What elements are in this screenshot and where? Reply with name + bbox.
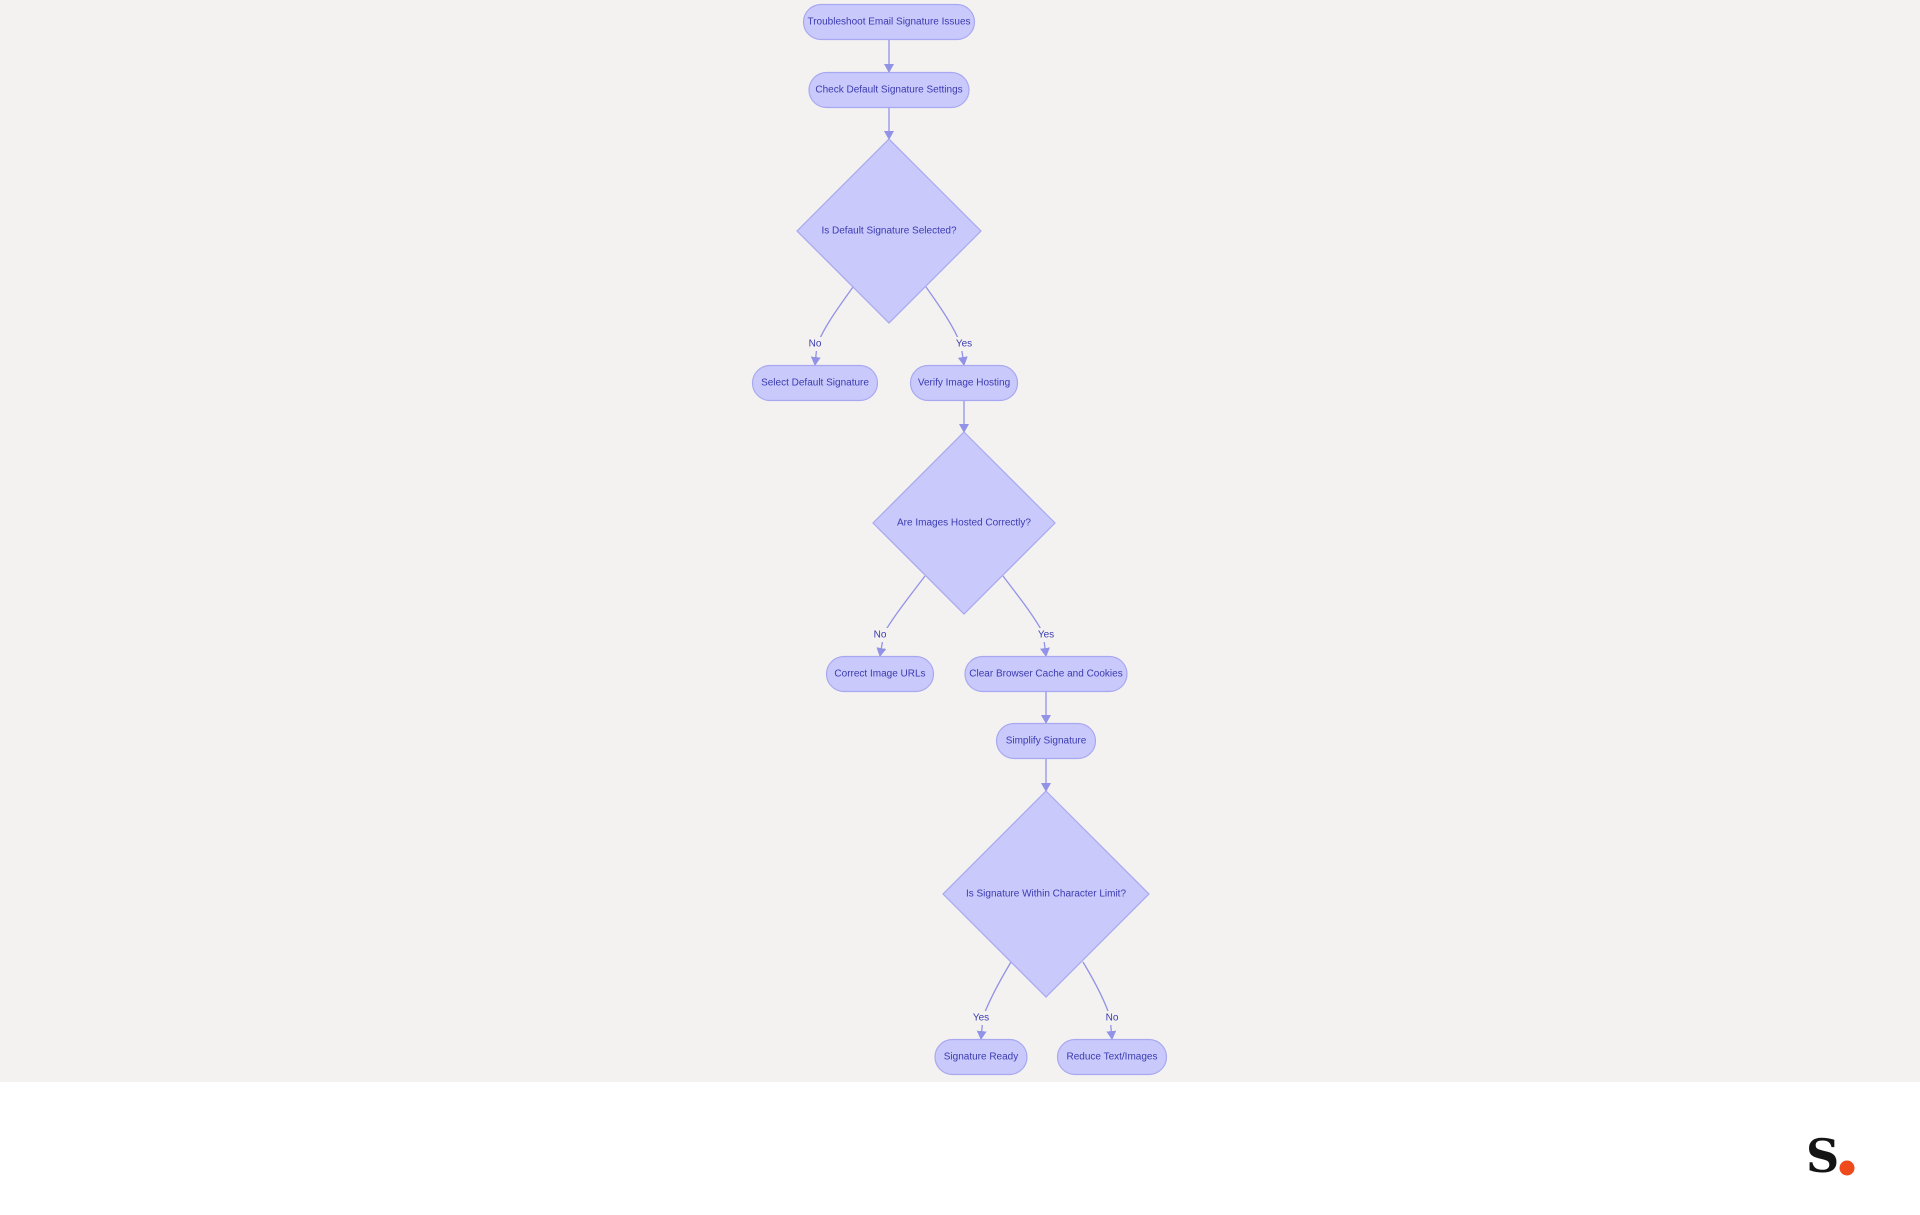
node-label: Verify Image Hosting [918, 378, 1010, 389]
node-label: Simplify Signature [1006, 736, 1087, 747]
process-pill [964, 655, 1128, 693]
edge-label-bg [870, 628, 890, 642]
flowchart: Troubleshoot Email Signature IssuesCheck… [751, 3, 1168, 1076]
process-pill [909, 364, 1019, 402]
edge-label-bg [1036, 628, 1056, 642]
process-node-correct: Correct Image URLs [825, 655, 935, 693]
process-node-select: Select Default Signature [751, 364, 879, 402]
decision-node-q3: Is Signature Within Character Limit? [942, 790, 1150, 998]
edge-label-yes: Yes [973, 1013, 989, 1024]
edge-q1-select [810, 286, 854, 366]
decision-diamond [872, 431, 1056, 615]
node-label: Correct Image URLs [834, 669, 925, 680]
process-node-simplify: Simplify Signature [995, 722, 1097, 760]
svg-text:S: S [1806, 1134, 1839, 1180]
process-pill [808, 71, 970, 109]
process-pill [934, 1038, 1028, 1076]
node-label: Is Signature Within Character Limit? [966, 889, 1127, 900]
process-node-ready: Signature Ready [934, 1038, 1028, 1076]
edge-label-bg [1102, 1011, 1122, 1025]
node-label: Troubleshoot Email Signature Issues [807, 17, 970, 28]
edge-label-bg [954, 337, 974, 351]
edge-label-yes: Yes [956, 339, 972, 350]
process-pill [825, 655, 935, 693]
node-label: Is Default Signature Selected? [821, 226, 957, 237]
edge-q2-clear [1002, 575, 1050, 657]
process-node-reduce: Reduce Text/Images [1056, 1038, 1168, 1076]
process-pill [751, 364, 879, 402]
decision-node-q1: Is Default Signature Selected? [796, 138, 982, 324]
process-pill [995, 722, 1097, 760]
decision-diamond [796, 138, 982, 324]
process-node-clear: Clear Browser Cache and Cookies [964, 655, 1128, 693]
edge-label-yes: Yes [1038, 630, 1054, 641]
node-label: Select Default Signature [761, 378, 869, 389]
process-node-verify: Verify Image Hosting [909, 364, 1019, 402]
node-label: Signature Ready [944, 1052, 1019, 1063]
node-label: Are Images Hosted Correctly? [897, 518, 1031, 529]
decision-node-q2: Are Images Hosted Correctly? [872, 431, 1056, 615]
process-pill [1056, 1038, 1168, 1076]
edge-q1-verify [925, 286, 968, 366]
node-label: Clear Browser Cache and Cookies [969, 669, 1122, 680]
edge-label-no: No [1106, 1013, 1119, 1024]
brand-s-logo-icon: S [1806, 1129, 1856, 1183]
node-label: Check Default Signature Settings [815, 85, 962, 96]
edge-label-no: No [809, 339, 822, 350]
edge-q3-ready [976, 961, 1012, 1040]
node-label: Reduce Text/Images [1067, 1052, 1158, 1063]
edge-q3-reduce [1082, 961, 1117, 1040]
process-node-check: Check Default Signature Settings [808, 71, 970, 109]
process-node-start: Troubleshoot Email Signature Issues [802, 3, 976, 41]
process-pill [802, 3, 976, 41]
edge-q2-correct [876, 575, 926, 657]
edge-label-bg [971, 1011, 991, 1025]
decision-diamond [942, 790, 1150, 998]
edge-label-bg [805, 337, 825, 351]
edge-label-no: No [874, 630, 887, 641]
